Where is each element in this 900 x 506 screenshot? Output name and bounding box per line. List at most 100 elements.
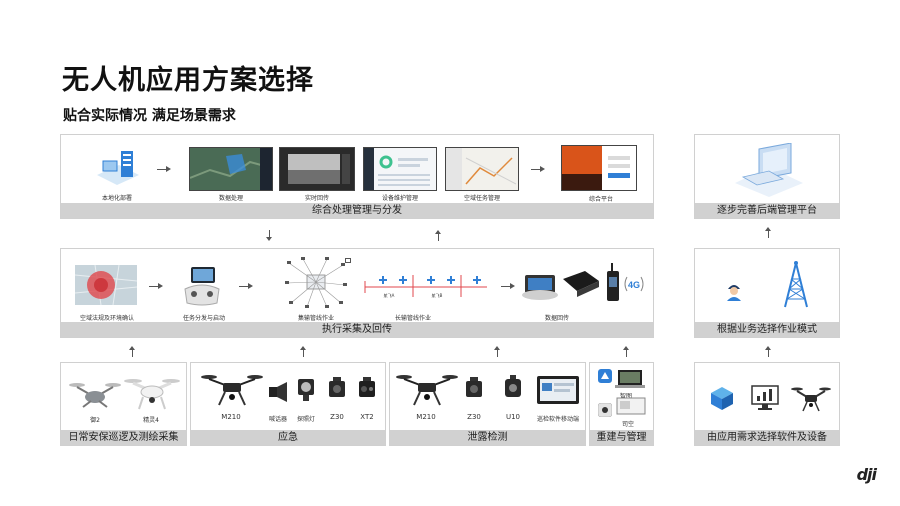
computer-isometric-icon	[735, 143, 803, 197]
terra-label: 智图	[619, 393, 633, 400]
long-pipeline-item	[361, 267, 491, 303]
airspace-task-screen	[445, 147, 519, 191]
pipeline-route-icon	[364, 275, 487, 297]
page-title: 无人机应用方案选择	[62, 65, 314, 96]
page-subtitle: 贴合实际情况 满足场景需求	[63, 108, 236, 124]
z30-label: Z30	[330, 413, 344, 421]
worker-icon	[727, 285, 741, 301]
laptop-icon	[615, 370, 645, 388]
m210-label: M210	[221, 413, 241, 421]
live-feed-screen	[279, 147, 355, 191]
arrow-right	[157, 165, 171, 173]
task-dispatch-item	[181, 263, 223, 307]
analytics-monitor-icon	[751, 385, 779, 410]
cube-icon	[711, 387, 733, 410]
tablet-app-icon	[537, 376, 579, 404]
arrow-right	[531, 165, 545, 173]
backend-platform-panel: 逐步完善后端管理平台	[694, 134, 840, 219]
work-mode-panel: 根据业务选择作业模式	[694, 248, 840, 338]
server-deploy-icon	[97, 151, 139, 185]
data-return-label: 数据回传	[544, 315, 570, 322]
mavic2-label: 御2	[90, 417, 100, 424]
flight-a-label: 航飞A	[383, 293, 395, 298]
zoom-camera-icon	[329, 377, 345, 397]
execution-bar: 执行采集及回传	[61, 322, 653, 337]
speaker-icon	[269, 382, 287, 402]
thermal-camera-icon	[359, 377, 375, 397]
drone-m210-icon	[396, 375, 458, 406]
arrow-up	[622, 346, 630, 357]
small-screen-icon	[345, 258, 351, 263]
route-map-icon	[446, 148, 518, 190]
data-return-item	[501, 261, 647, 307]
drone-mavic-icon	[69, 383, 121, 408]
arrow-down	[265, 230, 273, 241]
monitor-icon	[616, 397, 646, 415]
leak-detection-panel: M210 Z30 U10 巡检软件移动端 泄露检测	[389, 362, 586, 446]
airspace-check-label: 空域法规及环境确认	[79, 315, 135, 322]
task-dispatch-label: 任务分发与启动	[182, 315, 226, 322]
data-processing-label: 数据处理	[218, 195, 244, 202]
arrow-up	[764, 346, 772, 357]
dashboard-icon	[364, 148, 436, 190]
device-maintenance-screen	[363, 147, 437, 191]
arrow-up	[299, 346, 307, 357]
gas-detector-icon	[505, 375, 521, 397]
signal-tower-icon	[784, 261, 808, 308]
arrow-up	[764, 227, 772, 238]
dji-terra-icon	[598, 369, 612, 383]
integrated-platform-label: 综合平台	[588, 196, 614, 203]
arrow-right	[149, 282, 163, 290]
gathering-pipeline-label: 集输管线作业	[297, 315, 335, 322]
signal-waves-icon: 4G	[624, 276, 644, 292]
rebuild-bar: 重建与管理	[590, 430, 653, 445]
processing-bar: 综合处理管理与分发	[61, 203, 653, 218]
arrow-right	[239, 282, 253, 290]
z30-label: Z30	[467, 413, 481, 421]
drone-phantom-icon	[124, 379, 180, 410]
platform-login-icon	[562, 146, 636, 190]
phantom4-label: 精灵4	[143, 417, 159, 424]
flighthub-label: 司空	[621, 421, 635, 428]
live-feed-label: 实时回传	[304, 195, 330, 202]
drone-m210-icon	[201, 375, 263, 406]
relay-devices-icon	[522, 263, 619, 301]
local-deploy-item	[91, 145, 145, 190]
flighthub-icon	[598, 403, 612, 417]
work-mode-bar: 根据业务选择作业模式	[695, 322, 839, 337]
speaker-label: 喊话器	[268, 416, 288, 423]
patrol-panel: 御2 精灵4 日常安保巡逻及测绘采集	[60, 362, 187, 446]
spotlight-label: 探照灯	[296, 416, 316, 423]
backend-platform-bar: 逐步完善后端管理平台	[695, 203, 839, 218]
live-video-icon	[280, 148, 354, 190]
svg-text:4G: 4G	[628, 280, 640, 290]
u10-label: U10	[505, 413, 521, 421]
integrated-platform-screen	[561, 145, 637, 191]
network-hub-icon	[285, 257, 347, 308]
emergency-panel: M210 喊话器 探照灯 Z30 XT2 应急	[190, 362, 386, 446]
arrow-right	[501, 282, 515, 290]
airspace-check-item	[74, 264, 138, 306]
gathering-pipeline-item	[283, 257, 349, 309]
arrow-up	[493, 346, 501, 357]
m210-label: M210	[416, 413, 436, 421]
local-deploy-label: 本地化部署	[101, 195, 133, 202]
inspection-app-label: 巡检软件移动端	[536, 416, 580, 423]
data-processing-screen	[189, 147, 273, 191]
spotlight-icon	[298, 379, 314, 401]
arrow-up	[434, 230, 442, 241]
long-pipeline-label: 长输管线作业	[394, 315, 432, 322]
device-maintenance-label: 设备维护管理	[381, 195, 419, 202]
leak-detection-bar: 泄露检测	[390, 430, 585, 445]
arrow-up	[128, 346, 136, 357]
execution-panel: 空域法规及环境确认 任务分发与启动	[60, 248, 654, 338]
patrol-bar: 日常安保巡逻及测绘采集	[61, 430, 186, 445]
xt2-label: XT2	[360, 413, 374, 421]
rebuild-panel: 智图 司空 重建与管理	[589, 362, 654, 446]
drone-icon	[791, 387, 831, 412]
software-device-panel: 由应用需求选择软件及设备	[694, 362, 840, 446]
4g-icon: 4G	[621, 271, 647, 297]
flight-b-label: 航飞B	[431, 293, 443, 298]
airspace-map-icon	[74, 264, 138, 306]
software-device-bar: 由应用需求选择软件及设备	[695, 430, 839, 445]
